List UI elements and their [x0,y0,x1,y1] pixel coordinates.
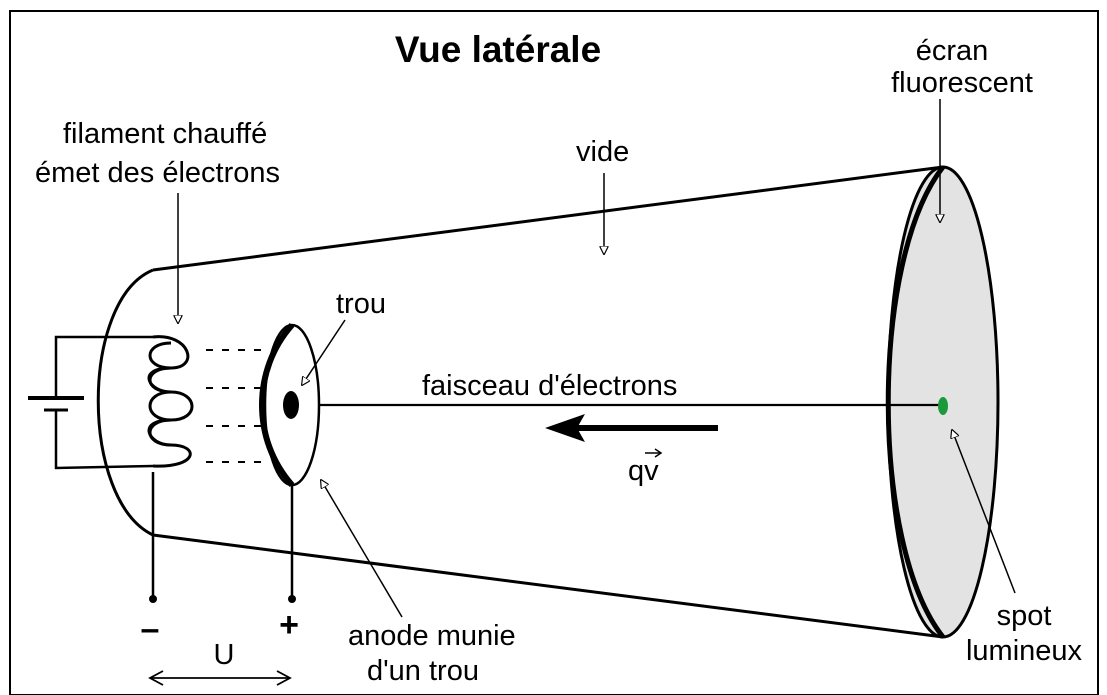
qv-q-letter: q [628,455,644,487]
filament-coil-loops [148,341,172,447]
heated-filament [147,335,194,468]
heating-circuit [28,335,154,470]
plus-sign: + [279,606,299,644]
filament-label-line2: émet des électrons [35,157,280,189]
anode-disk-edge [259,323,295,487]
anode-label-line1: anode munie [348,620,516,652]
vacuum-label: vide [576,136,629,168]
qv-label: qv [628,455,659,487]
screen-label-line2: fluorescent [891,67,1033,99]
anode-label-line2: d'un trou [367,655,479,687]
fluorescent-screen-rim [885,165,945,639]
qv-direction-arrow [545,414,718,442]
circuit-wire-top [54,335,153,398]
voltage-arrow [148,670,292,686]
voltage-arrow-right-head [276,670,292,686]
minus-sign: – [141,610,160,648]
qv-v-letter: v [644,455,659,487]
spot-label-line2: lumineux [966,635,1083,667]
spot-pointer-arrow [952,430,1016,594]
filament-label-line1: filament chauffé [63,118,267,150]
cathode-terminal [149,595,157,603]
tube-top-wall [152,165,944,272]
filament-coil-back [147,335,194,468]
pointer-arrows [178,99,1016,618]
anode-hole [283,391,299,419]
qv-arrow-head [545,414,585,442]
diagram-title: Vue latérale [395,29,601,70]
hole-pointer-arrow [302,319,346,385]
anode-terminal [288,595,296,603]
light-spot [938,397,948,415]
anode-pointer-arrow [321,480,403,618]
qv-vector-tip [654,448,663,458]
voltage-label: U [214,639,235,671]
hole-label: trou [336,288,386,320]
electrode-leads [151,472,294,598]
spot-label-line1: spot [997,600,1052,632]
anode [259,323,321,487]
screen-label-line1: écran [916,35,989,67]
circuit-wire-bottom [54,410,154,470]
voltage-arrow-left-head [148,670,164,686]
qv-vector-arrow [645,448,663,458]
beam-label: faisceau d'électrons [422,370,677,402]
tube-rear-cap [96,268,154,537]
tube-bottom-wall [152,533,944,639]
